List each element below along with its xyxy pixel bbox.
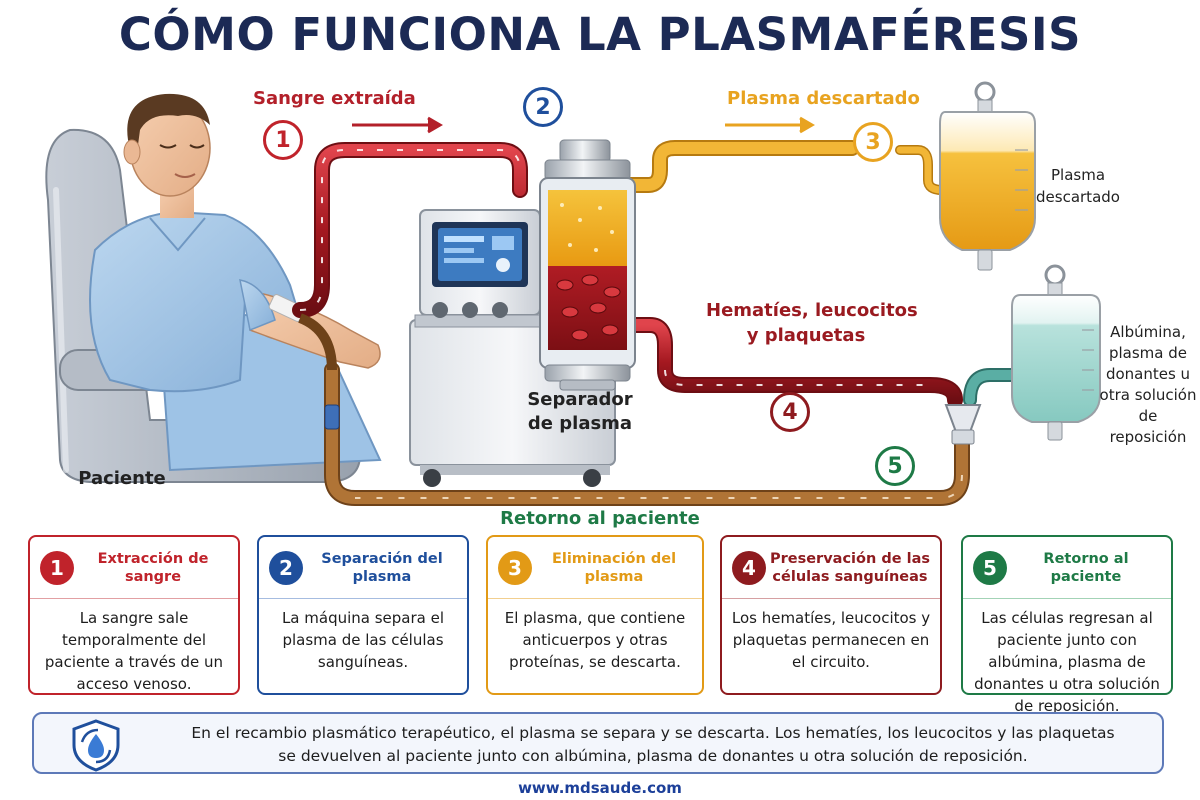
- arrow-right-icon: [725, 116, 815, 134]
- step-card-number: 4: [732, 550, 766, 585]
- step-card-text: Las células regresan al paciente junto c…: [974, 609, 1160, 715]
- step-card-header: 2 Separación del plasma: [259, 537, 467, 599]
- step-4-badge: 4: [770, 392, 810, 432]
- page-title: CÓMO FUNCIONA LA PLASMAFÉRESIS: [118, 8, 1082, 61]
- step-card-header: 4 Preservación de las células sanguíneas: [722, 537, 940, 599]
- step-card-number: 3: [498, 550, 532, 585]
- plasma-discarded-label: Plasma descartado: [727, 88, 920, 109]
- blood-out-tube: [292, 142, 528, 318]
- separator-label-line2: de plasma: [527, 413, 633, 434]
- step-card-2: 2 Separación del plasma La máquina separ…: [257, 535, 469, 695]
- step-card-title: Extracción de sangre: [97, 550, 209, 585]
- discard-bag-label-line1: Plasma: [1050, 166, 1106, 184]
- return-label: Retorno al paciente: [500, 508, 700, 529]
- shield-icon: [72, 719, 120, 772]
- blood-cells-label: Hematíes, leucocitos y plaquetas: [706, 298, 918, 348]
- step-card-text: El plasma, que contiene anticuerpos y ot…: [504, 609, 686, 671]
- replacement-label-line4: otra solución: [1099, 386, 1197, 404]
- arrow-right-icon: [352, 116, 443, 134]
- summary-line2: se devuelven al paciente junto con albúm…: [278, 747, 1028, 765]
- step-1-badge: 1: [263, 120, 303, 160]
- step-card-title: Eliminación del plasma: [551, 550, 677, 585]
- step-card-number: 2: [269, 550, 303, 585]
- step-card-number: 1: [40, 550, 74, 585]
- step-2-badge: 2: [523, 87, 563, 127]
- step-card-5: 5 Retorno al paciente Las células regres…: [961, 535, 1173, 715]
- replacement-solution-bag: [1011, 264, 1101, 441]
- footer-url: www.mdsaude.com: [518, 779, 682, 797]
- step-card-3: 3 Eliminación del plasma El plasma, que …: [486, 535, 704, 695]
- step-card-text: La máquina separa el plasma de las célul…: [281, 609, 445, 671]
- step-5-badge: 5: [875, 446, 915, 486]
- summary-box: En el recambio plasmático terapéutico, e…: [32, 712, 1164, 774]
- plasmapheresis-diagram: [45, 81, 1101, 506]
- replacement-label-line2: plasma de: [1108, 344, 1188, 362]
- step-card-4: 4 Preservación de las células sanguíneas…: [720, 535, 942, 695]
- step-card-header: 1 Extracción de sangre: [30, 537, 238, 599]
- blood-cells-label-line2: y plaquetas: [746, 325, 866, 346]
- return-tube: [298, 313, 970, 506]
- replacement-label-line3: donantes u: [1105, 365, 1191, 383]
- step-card-number: 5: [973, 550, 1007, 585]
- step-card-1: 1 Extracción de sangre La sangre sale te…: [28, 535, 240, 695]
- step-card-header: 3 Eliminación del plasma: [488, 537, 702, 599]
- blood-extracted-label: Sangre extraída: [253, 88, 416, 109]
- discard-bag-label-line2: descartado: [1036, 188, 1120, 206]
- discard-bag-label: Plasma descartado: [1028, 164, 1128, 208]
- separator-label: Separador de plasma: [510, 388, 650, 436]
- summary-line1: En el recambio plasmático terapéutico, e…: [191, 724, 1115, 742]
- step-card-title: Separación del plasma: [321, 550, 443, 585]
- step-card-header: 5 Retorno al paciente: [963, 537, 1171, 599]
- discard-plasma-bag: [939, 81, 1036, 271]
- separator-cylinder: [539, 139, 636, 391]
- step-3-badge: 3: [853, 122, 893, 162]
- y-valve: [944, 404, 982, 445]
- step-card-text: La sangre sale temporalmente del pacient…: [44, 609, 224, 693]
- blood-cells-label-line1: Hematíes, leucocitos: [706, 300, 918, 321]
- replacement-label-line5: de reposición: [1109, 407, 1187, 446]
- summary-text: En el recambio plasmático terapéutico, e…: [164, 722, 1142, 768]
- blood-cells-tube: [622, 317, 963, 408]
- patient-label: Paciente: [78, 468, 166, 489]
- replacement-label: Albúmina, plasma de donantes u otra solu…: [1098, 322, 1198, 448]
- step-card-title: Preservación de las células sanguíneas: [769, 550, 930, 585]
- replacement-label-line1: Albúmina,: [1110, 323, 1186, 341]
- plasma-tube: [622, 140, 947, 195]
- step-card-text: Los hematíes, leucocitos y plaquetas per…: [731, 609, 931, 671]
- step-card-title: Retorno al paciente: [1043, 550, 1129, 585]
- separator-label-line1: Separador: [527, 389, 633, 410]
